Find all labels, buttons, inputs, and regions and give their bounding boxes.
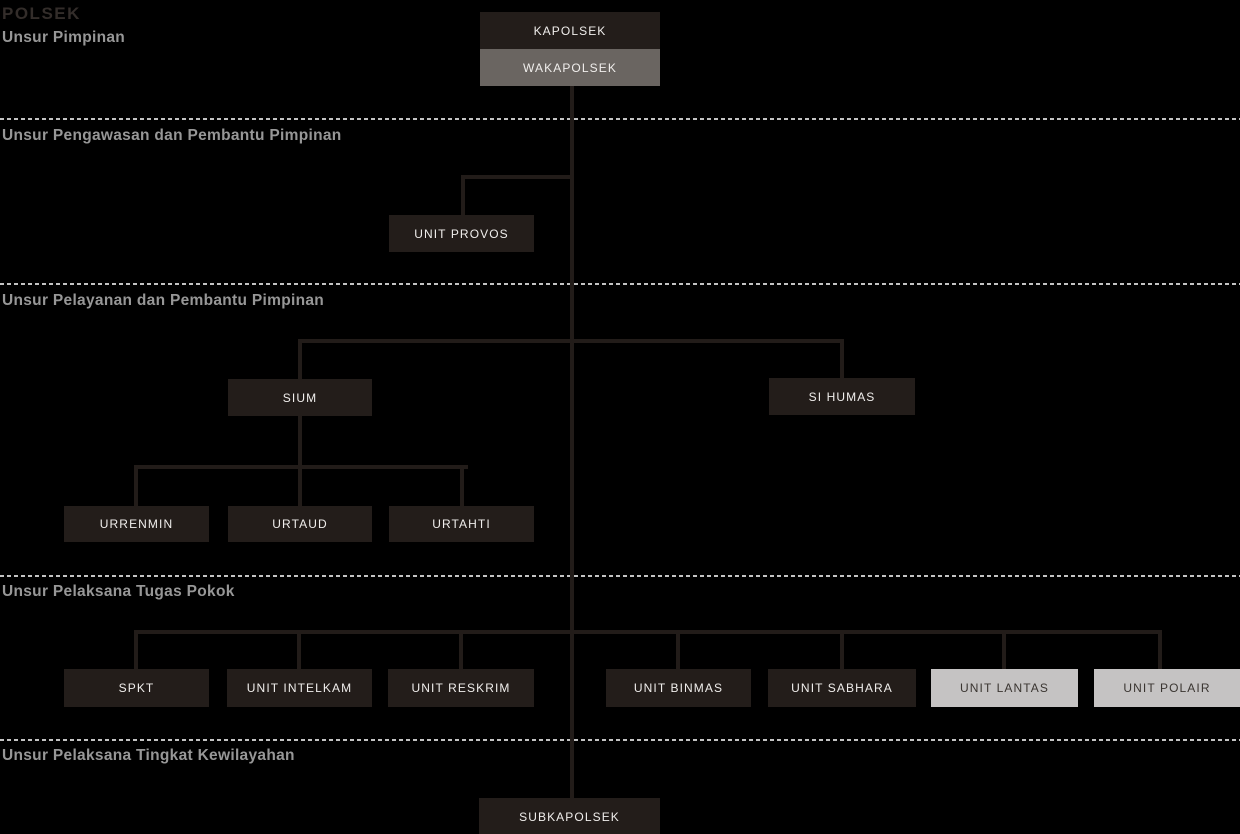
- connector-pelayanan-h: [298, 339, 844, 343]
- node-urrenmin: URRENMIN: [64, 506, 209, 542]
- connector-lantas-v: [1002, 630, 1006, 669]
- connector-reskrim-v: [459, 630, 463, 669]
- node-unit-intelkam: UNIT INTELKAM: [227, 669, 372, 707]
- node-unit-binmas: UNIT BINMAS: [606, 669, 751, 707]
- connector-polair-v: [1158, 630, 1162, 669]
- node-urtaud: URTAUD: [228, 506, 372, 542]
- section-label-pelayanan: Unsur Pelayanan dan Pembantu Pimpinan: [2, 292, 325, 309]
- connector-sabhara-v: [840, 630, 844, 669]
- connector-trunk: [570, 86, 574, 798]
- connector-sihumas-v: [840, 339, 844, 378]
- section-label-kewilayahan: Unsur Pelaksana Tingkat Kewilayahan: [2, 747, 295, 764]
- connector-provos-h: [461, 175, 574, 179]
- section-separator: [0, 118, 1240, 120]
- node-spkt: SPKT: [64, 669, 209, 707]
- node-unit-reskrim: UNIT RESKRIM: [388, 669, 534, 707]
- node-unit-lantas: UNIT LANTAS: [931, 669, 1078, 707]
- connector-tugas-pokok-h: [134, 630, 1162, 634]
- connector-sium-v: [298, 339, 302, 379]
- section-label-pengawasan: Unsur Pengawasan dan Pembantu Pimpinan: [2, 127, 342, 144]
- section-separator: [0, 575, 1240, 577]
- node-unit-provos: UNIT PROVOS: [389, 215, 534, 252]
- node-urtahti: URTAHTI: [389, 506, 534, 542]
- connector-urtaud-v: [298, 469, 302, 506]
- section-separator: [0, 739, 1240, 741]
- node-sium: SIUM: [228, 379, 372, 416]
- page-title: POLSEK: [2, 4, 81, 23]
- section-label-tugas-pokok: Unsur Pelaksana Tugas Pokok: [2, 583, 235, 600]
- connector-sium-down: [298, 416, 302, 469]
- node-unit-sabhara: UNIT SABHARA: [768, 669, 916, 707]
- connector-binmas-v: [676, 630, 680, 669]
- connector-spkt-v: [134, 630, 138, 669]
- node-kapolsek: KAPOLSEK: [480, 12, 660, 49]
- connector-urrenmin-v: [134, 465, 138, 506]
- connector-urtahti-v: [460, 465, 464, 506]
- node-unit-polair: UNIT POLAIR: [1094, 669, 1240, 707]
- connector-ur-h: [134, 465, 468, 469]
- node-wakapolsek: WAKAPOLSEK: [480, 49, 660, 86]
- connector-provos-v: [461, 175, 465, 215]
- node-si-humas: SI HUMAS: [769, 378, 915, 415]
- section-label-pimpinan: Unsur Pimpinan: [2, 29, 126, 46]
- section-separator: [0, 283, 1240, 285]
- connector-intelkam-v: [297, 630, 301, 669]
- node-subkapolsek: SUBKAPOLSEK: [479, 798, 660, 834]
